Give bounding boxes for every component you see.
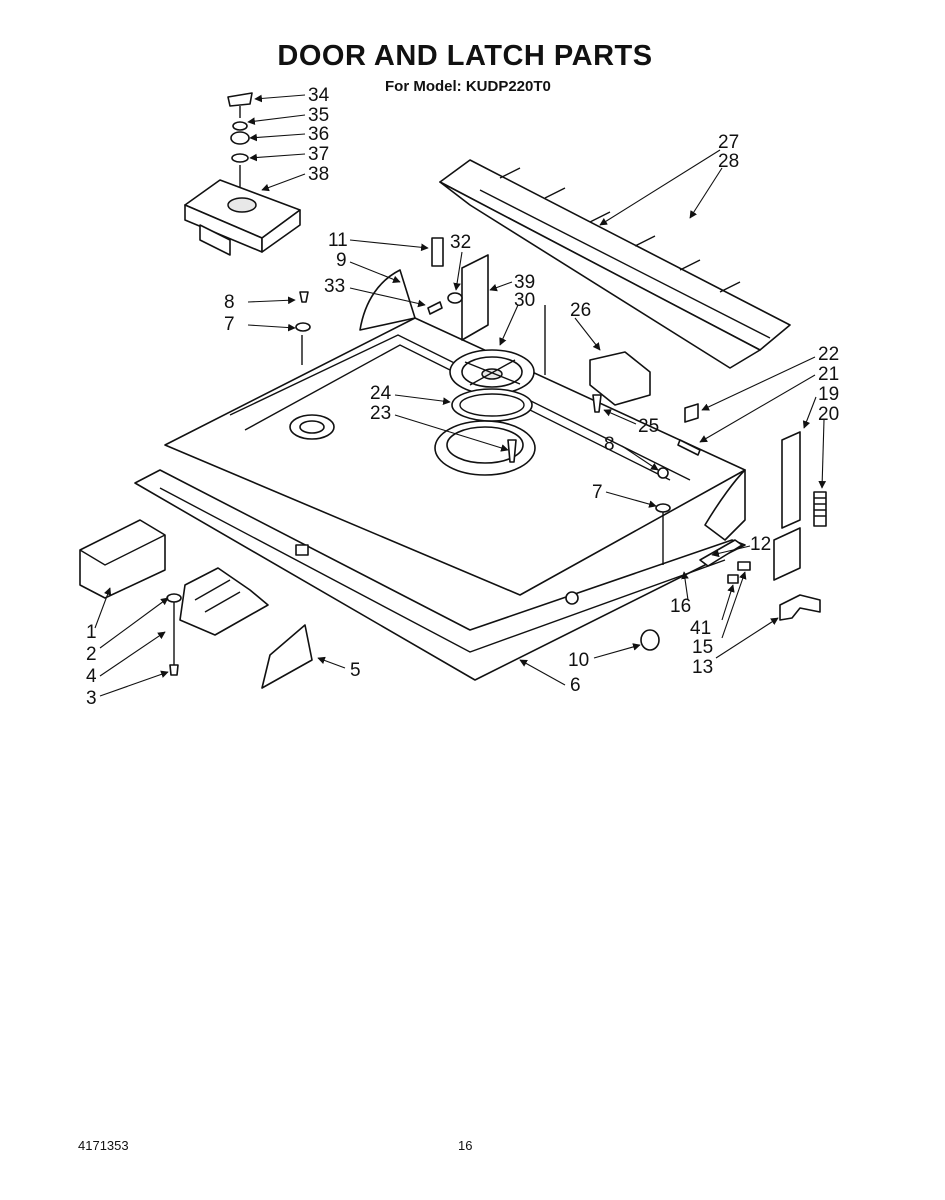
callout-8-left: 8 (224, 292, 235, 313)
callout-6: 6 (570, 675, 581, 696)
callout-numbers: 34 35 36 37 38 11 9 32 33 8 7 39 30 26 2… (86, 85, 839, 709)
callout-23: 23 (370, 403, 391, 424)
callout-19: 19 (818, 384, 839, 405)
callout-10: 10 (568, 650, 589, 671)
latch-assembly (184, 92, 301, 256)
callout-35: 35 (308, 105, 329, 126)
callout-21: 21 (818, 364, 839, 385)
callout-32: 32 (450, 232, 471, 253)
callout-16: 16 (670, 596, 691, 617)
callout-36: 36 (308, 124, 329, 145)
callout-24: 24 (370, 383, 392, 404)
callout-12: 12 (750, 534, 771, 555)
page-number: 16 (458, 1138, 473, 1153)
callout-37: 37 (308, 144, 329, 165)
callout-13: 13 (692, 657, 713, 678)
callout-7-left: 7 (224, 314, 235, 335)
callout-20: 20 (818, 404, 839, 425)
callout-38: 38 (308, 164, 329, 185)
callout-9: 9 (336, 250, 347, 271)
callout-25: 25 (638, 416, 659, 437)
callout-3: 3 (86, 688, 97, 709)
callout-5: 5 (350, 660, 361, 681)
callout-2: 2 (86, 644, 97, 665)
lower-left-parts (79, 519, 313, 689)
spray-arm-part-30 (449, 349, 535, 463)
callout-4: 4 (86, 666, 97, 687)
callout-27: 27 (718, 132, 739, 153)
callout-33: 33 (324, 276, 345, 297)
callout-34: 34 (308, 85, 330, 106)
door-panel (134, 269, 746, 681)
page-title: DOOR AND LATCH PARTS (277, 40, 653, 72)
callout-7-right: 7 (592, 482, 603, 503)
callout-15: 15 (692, 637, 713, 658)
callout-1: 1 (86, 622, 97, 643)
vent-cover-part-27 (439, 159, 791, 369)
callout-11: 11 (328, 230, 348, 251)
callout-8-right: 8 (604, 434, 615, 455)
callout-39: 39 (514, 272, 535, 293)
callout-30: 30 (514, 290, 535, 311)
callout-41: 41 (690, 618, 711, 639)
callout-28: 28 (718, 151, 739, 172)
model-subtitle: For Model: KUDP220T0 (385, 78, 551, 95)
document-number: 4171353 (78, 1138, 129, 1153)
callout-22: 22 (818, 344, 839, 365)
callout-26: 26 (570, 300, 591, 321)
leader-lines (94, 94, 827, 697)
